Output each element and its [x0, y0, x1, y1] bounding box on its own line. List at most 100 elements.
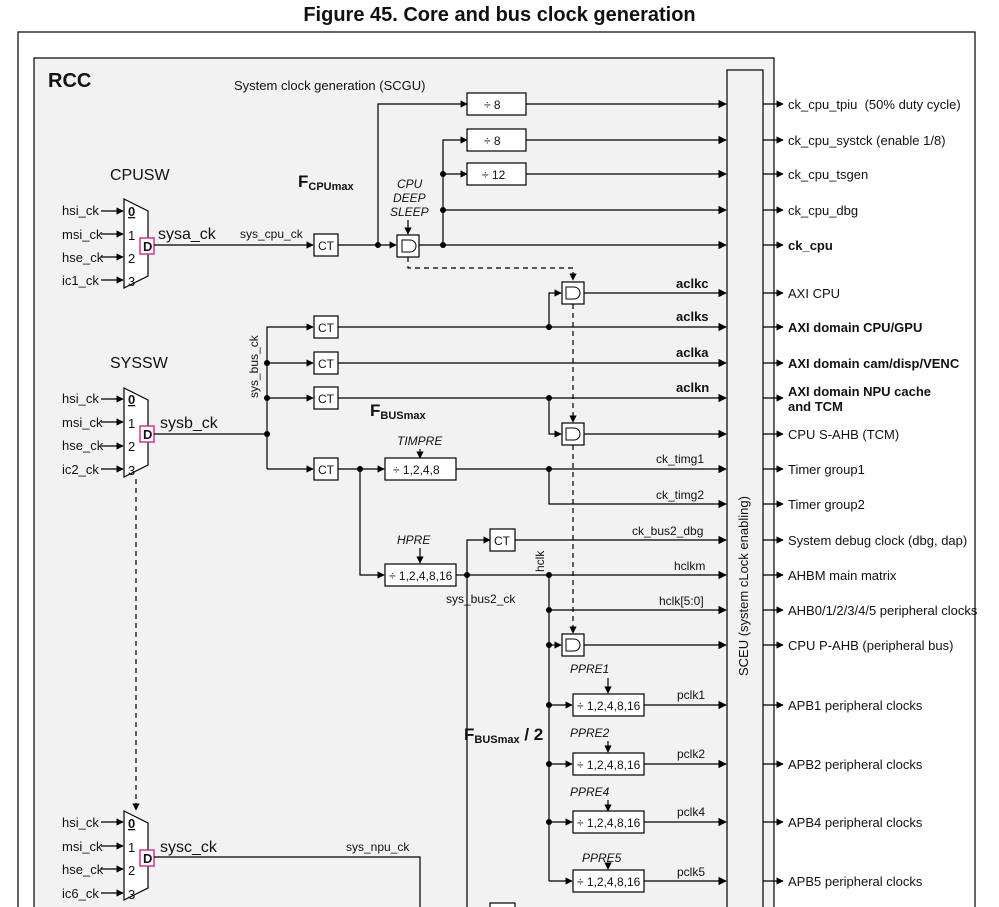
syssw-mux	[123, 387, 149, 478]
sys-bus-ck-label: sys_bus_ck	[247, 334, 261, 398]
out-sahb: CPU S-AHB (TCM)	[788, 427, 899, 442]
syssw-idx0: 0	[128, 392, 135, 407]
sys-cpu-ck-label: sys_cpu_ck	[240, 227, 304, 241]
sysb-ck-label: sysb_ck	[160, 415, 219, 432]
cpusw-idx0: 0	[128, 204, 135, 219]
cpusw-idx1: 1	[128, 228, 135, 243]
figure-title: Figure 45. Core and bus clock generation	[303, 4, 696, 26]
ppre2-label: PPRE2	[570, 726, 610, 740]
sysc-in0: hsi_ck	[62, 815, 99, 830]
syssw-d-label: D	[143, 427, 152, 442]
syssw-idx2: 2	[128, 439, 135, 454]
ct-timers-label: CT	[318, 463, 335, 477]
out-pahb: CPU P-AHB (peripheral bus)	[788, 638, 953, 653]
sysc-in1: msi_ck	[62, 839, 103, 854]
fcpumax-label: FCPUmax	[298, 172, 355, 193]
out-axi-npu-2: and TCM	[788, 399, 843, 414]
ct-bottom	[489, 902, 516, 907]
sysa-ck-label: sysa_ck	[158, 226, 217, 243]
ppre1-divider-label: ÷ 1,2,4,8,16	[577, 699, 641, 713]
cpusw-in0: hsi_ck	[62, 203, 99, 218]
sahb-gate	[561, 422, 585, 446]
fbusmax2-label: FBUSmax / 2	[464, 725, 543, 746]
out-ahbm: AHBM main matrix	[788, 568, 897, 583]
out-axi-cam: AXI domain cam/disp/VENC	[788, 356, 960, 371]
out-axi-cpu-gpu: AXI domain CPU/GPU	[788, 320, 922, 335]
ct-aclkn-label: CT	[318, 392, 335, 406]
sleep-label: SLEEP	[390, 205, 429, 219]
ck-timg2-label: ck_timg2	[656, 488, 704, 502]
sysc-idx0: 0	[128, 816, 135, 831]
out-apb4: APB4 peripheral clocks	[788, 815, 923, 830]
ppre2-divider-label: ÷ 1,2,4,8,16	[577, 758, 641, 772]
out-apb2: APB2 peripheral clocks	[788, 757, 923, 772]
aclkc-label: aclkc	[676, 276, 709, 291]
cpusw-idx3: 3	[128, 274, 135, 289]
cpusw-idx2: 2	[128, 251, 135, 266]
aclka-label: aclka	[676, 345, 709, 360]
sysc-idx2: 2	[128, 863, 135, 878]
pclk4-label: pclk4	[677, 805, 705, 819]
sysc-ck-label: sysc_ck	[160, 839, 218, 856]
cpusw-label: CPUSW	[110, 167, 170, 184]
ck-bus2-dbg-label: ck_bus2_dbg	[632, 524, 703, 538]
aclkn-label: aclkn	[676, 380, 709, 395]
fbusmax-label: FBUSmax	[370, 401, 427, 422]
out-axi-npu-1: AXI domain NPU cache	[788, 384, 931, 399]
sysc-idx1: 1	[128, 840, 135, 855]
hclk-label: hclk	[533, 550, 547, 572]
out-systck: ck_cpu_systck (enable 1/8)	[788, 133, 946, 148]
syssw-in1: msi_ck	[62, 415, 103, 430]
deep-label: DEEP	[393, 191, 426, 205]
aclks-label: aclks	[676, 309, 709, 324]
ppre5-divider-label: ÷ 1,2,4,8,16	[577, 875, 641, 889]
cpusw-mux	[123, 198, 149, 289]
cpusw-in2: hse_ck	[62, 250, 104, 265]
ct-dbg-label: CT	[494, 534, 511, 548]
hclk50-label: hclk[5:0]	[659, 594, 704, 608]
rcc-frame	[33, 57, 775, 907]
sceu-block	[726, 69, 764, 907]
sys-bus2-ck-label: sys_bus2_ck	[446, 592, 516, 606]
sysc-idx3: 3	[128, 887, 135, 902]
div8-tpiu-label: ÷ 8	[484, 98, 501, 112]
sysc-in2: hse_ck	[62, 862, 104, 877]
aclkc-gate	[561, 281, 585, 305]
ct-cpu-label: CT	[318, 239, 335, 253]
syssw-in3: ic2_ck	[62, 462, 99, 477]
out-ahb-periph: AHB0/1/2/3/4/5 peripheral clocks	[788, 603, 978, 618]
sysc-d-label: D	[143, 851, 152, 866]
cpusw-d-box	[139, 237, 155, 255]
timpre-label: TIMPRE	[397, 434, 443, 448]
syssw-in0: hsi_ck	[62, 391, 99, 406]
ppre5-label: PPRE5	[582, 851, 622, 865]
pclk2-label: pclk2	[677, 747, 705, 761]
scgu-label: System clock generation (SCGU)	[234, 78, 425, 93]
out-dbg: ck_cpu_dbg	[788, 203, 858, 218]
out-apb1: APB1 peripheral clocks	[788, 698, 923, 713]
pclk1-label: pclk1	[677, 688, 705, 702]
out-sysdbg: System debug clock (dbg, dap)	[788, 533, 967, 548]
hclkm-label: hclkm	[674, 559, 705, 573]
syssw-in2: hse_ck	[62, 438, 104, 453]
hpre-label: HPRE	[397, 533, 431, 547]
ct-aclks-label: CT	[318, 321, 335, 335]
pclk5-label: pclk5	[677, 865, 705, 879]
out-apb5: APB5 peripheral clocks	[788, 874, 923, 889]
pahb-gate	[561, 633, 585, 657]
out-tsgen: ck_cpu_tsgen	[788, 167, 868, 182]
cpusw-in1: msi_ck	[62, 227, 103, 242]
out-ck-cpu: ck_cpu	[788, 238, 833, 253]
ppre1-label: PPRE1	[570, 662, 609, 676]
syssw-idx1: 1	[128, 416, 135, 431]
output-arrows	[763, 100, 784, 885]
out-timer2: Timer group2	[788, 497, 865, 512]
cpusw-d-label: D	[143, 239, 152, 254]
ct-aclka-label: CT	[318, 357, 335, 371]
syssw-idx3: 3	[128, 463, 135, 478]
sysc-d-box	[139, 849, 155, 867]
sysc-mux	[123, 810, 149, 901]
sysc-in3: ic6_ck	[62, 886, 99, 901]
timpre-divider-label: ÷ 1,2,4,8	[393, 463, 440, 477]
